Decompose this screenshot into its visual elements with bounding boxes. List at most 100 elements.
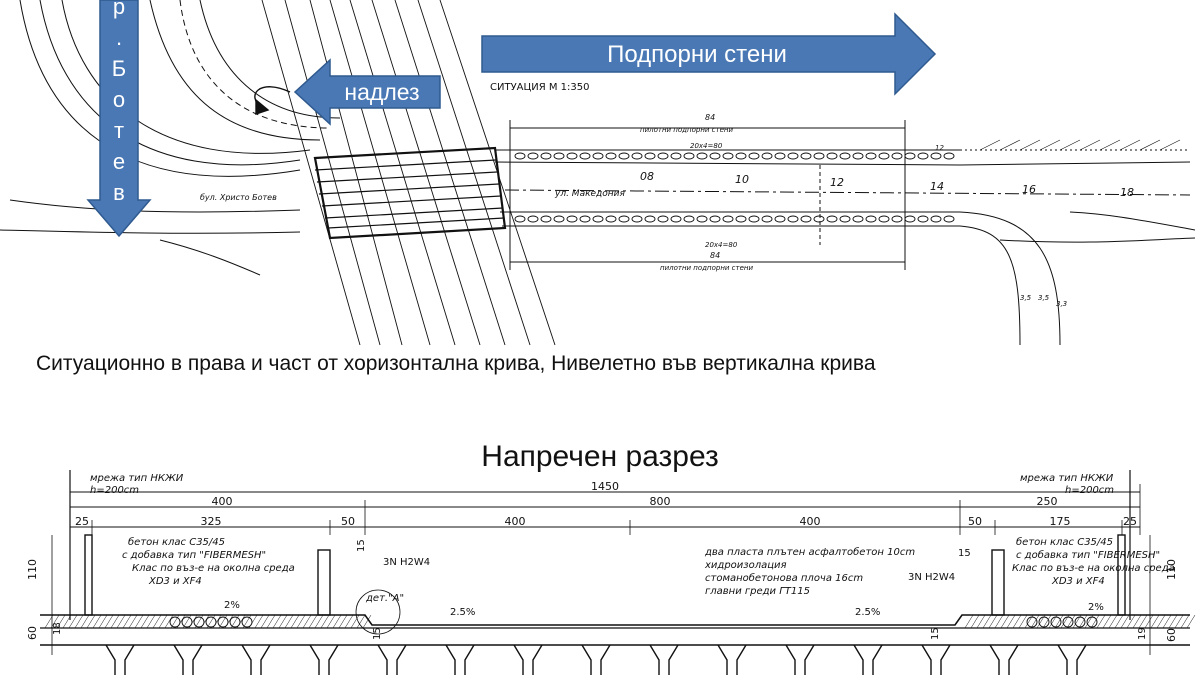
- hatch-line: [254, 614, 264, 629]
- cap-ring: [169, 616, 181, 628]
- rail-right-label: 3N H2W4: [908, 572, 955, 583]
- hatch-line: [92, 614, 102, 629]
- hatch-line: [1168, 614, 1178, 629]
- cap-ring: [217, 616, 229, 628]
- arrow-botev-letter: Б: [112, 56, 126, 81]
- hatch-line: [128, 614, 138, 629]
- concrete-note-right: Клас по въз-е на околна среда: [1012, 563, 1175, 574]
- hatch-line: [152, 614, 162, 629]
- pile-top: [813, 152, 825, 160]
- concrete-note-right: XD3 и XF4: [1051, 576, 1105, 587]
- dim-third-row: 325: [201, 515, 222, 528]
- hatch-line: [56, 614, 66, 629]
- hatch-line: [976, 614, 986, 629]
- pile-bottom: [631, 215, 643, 223]
- concrete-note-left: XD3 и XF4: [148, 576, 202, 587]
- hatch-line: [122, 614, 132, 629]
- plan-station-mark: 18: [1120, 186, 1134, 199]
- pile-bottom: [891, 215, 903, 223]
- hatch-line: [290, 614, 300, 629]
- site-plan: [0, 0, 1196, 346]
- hatch-line: [332, 614, 342, 629]
- dim-60-left: 60: [26, 626, 39, 640]
- hatch-line: [308, 614, 318, 629]
- hatch-line: [964, 614, 974, 629]
- arrow-botev-letter: .: [116, 25, 122, 50]
- slope-deck-left: 2.5%: [450, 607, 475, 618]
- hatch-line: [278, 614, 288, 629]
- pile-bottom: [670, 215, 682, 223]
- hatch-line: [350, 614, 360, 629]
- deck-layer-note: главни греди ГТ115: [705, 586, 810, 597]
- pile-top: [748, 152, 760, 160]
- pile-bottom: [943, 215, 955, 223]
- pile-bottom: [644, 215, 656, 223]
- pile-bottom: [904, 215, 916, 223]
- net-right-label: мрежа тип НКЖИ: [1020, 473, 1114, 484]
- plan-station-mark: 16: [1022, 183, 1036, 196]
- girder: [445, 644, 475, 675]
- plan-small-dim: 3,3: [1056, 300, 1067, 308]
- pile-bottom: [813, 215, 825, 223]
- arrow-botev-letter: е: [113, 149, 125, 174]
- hatch-line: [86, 614, 96, 629]
- arrow-botev-letter: т: [114, 118, 124, 143]
- cross-section-title: Напречен разрез: [481, 440, 719, 473]
- girder: [1057, 644, 1087, 675]
- pile-bottom: [605, 215, 617, 223]
- girder: [513, 644, 543, 675]
- dim-third-row: 400: [505, 515, 526, 528]
- plan-station-mark: 12: [830, 176, 844, 189]
- hatch-line: [982, 614, 992, 629]
- pile-bottom: [787, 215, 799, 223]
- slope-right: 2%: [1088, 602, 1104, 613]
- pile-bottom: [566, 215, 578, 223]
- arrow-overpass-label: надлез: [344, 79, 419, 105]
- rail-left-label: 3N H2W4: [383, 557, 430, 568]
- pile-top: [592, 152, 604, 160]
- hatch-line: [1096, 614, 1106, 629]
- pile-bottom: [735, 215, 747, 223]
- hatch-line: [1102, 614, 1112, 629]
- hatch-line: [1108, 614, 1118, 629]
- girder: [309, 644, 339, 675]
- hatch-line: [338, 614, 348, 629]
- concrete-note-right: с добавка тип "FIBERMESH": [1016, 549, 1160, 561]
- dim-110-right: 110: [1165, 559, 1178, 580]
- hatch-line: [320, 614, 330, 629]
- pile-bottom: [878, 215, 890, 223]
- pile-bottom: [761, 215, 773, 223]
- hatch-line: [1042, 614, 1052, 629]
- pile-bottom: [774, 215, 786, 223]
- deck-layer-note: стоманобетонова плоча 16cm: [705, 572, 863, 584]
- pile-bottom: [592, 215, 604, 223]
- plan-street-botev: бул. Христо Ботев: [200, 193, 277, 202]
- plan-station-mark: 10: [735, 173, 749, 186]
- hatch-line: [146, 614, 156, 629]
- girder: [649, 644, 679, 675]
- pile-top: [540, 152, 552, 160]
- hatch-line: [74, 614, 84, 629]
- pile-bottom: [865, 215, 877, 223]
- hatch-line: [1132, 614, 1142, 629]
- pile-top: [852, 152, 864, 160]
- hatch-line: [272, 614, 282, 629]
- concrete-note-right: бетон клас С35/45: [1016, 536, 1113, 548]
- girder: [105, 644, 135, 675]
- plan-station-mark: 14: [930, 180, 944, 193]
- dim-total: 1450: [591, 480, 619, 493]
- hatch-line: [1126, 614, 1136, 629]
- arrow-overpass: надлез: [293, 58, 441, 126]
- hatch-line: [970, 614, 980, 629]
- dim-mid-800: 800: [650, 495, 671, 508]
- hatch-line: [68, 614, 78, 629]
- pile-top: [514, 152, 526, 160]
- cap-ring: [241, 616, 253, 628]
- pile-top: [527, 152, 539, 160]
- concrete-note-left: Клас по въз-е на околна среда: [132, 563, 295, 574]
- girder: [921, 644, 951, 675]
- net-left-label: мрежа тип НКЖИ: [90, 473, 184, 484]
- dim-19: 19: [1137, 627, 1148, 640]
- hatch-line: [994, 614, 1004, 629]
- dim-15-a: 15: [356, 539, 367, 552]
